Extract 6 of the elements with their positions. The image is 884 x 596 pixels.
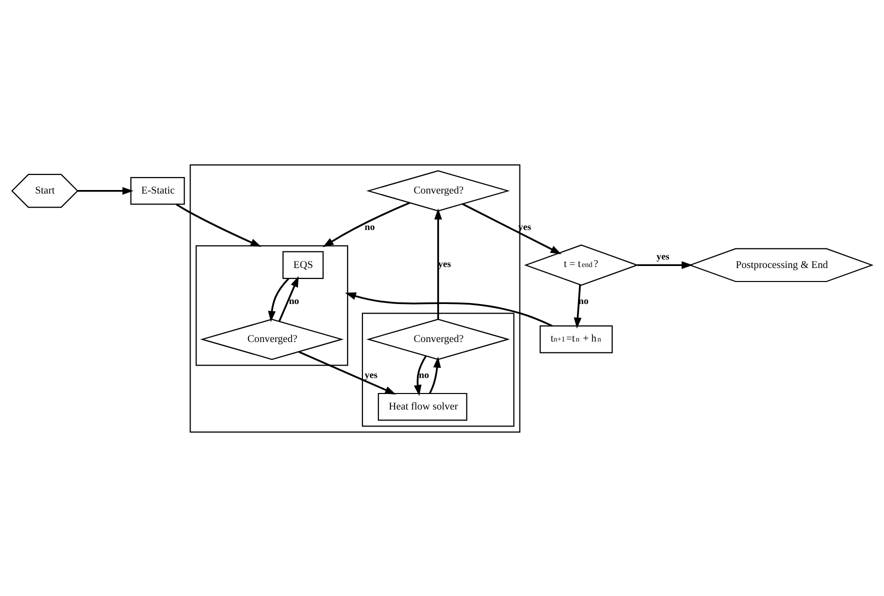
edge-label: no xyxy=(364,221,375,232)
edge-label: no xyxy=(418,370,430,381)
edge-label: yes xyxy=(656,250,670,262)
edge-label: yes xyxy=(364,370,378,381)
edge-label: no xyxy=(288,295,300,306)
edge-label: yes xyxy=(438,258,451,270)
